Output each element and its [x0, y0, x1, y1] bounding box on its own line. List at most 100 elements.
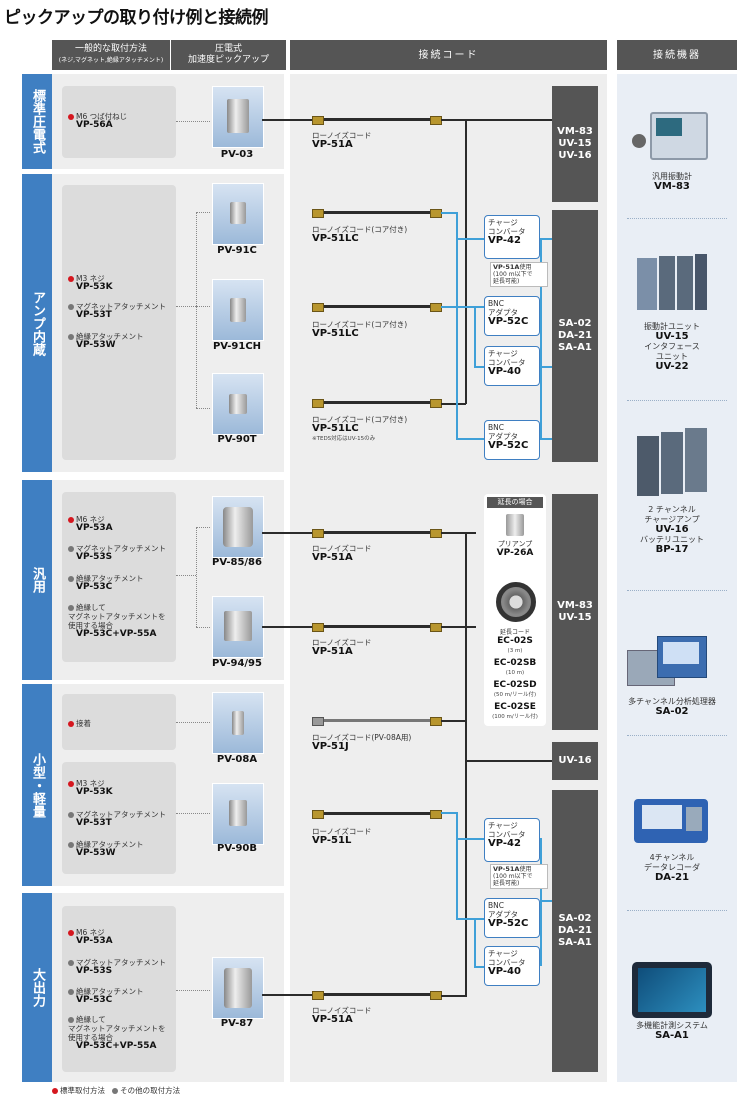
connector-line [196, 527, 197, 627]
connector-line [176, 575, 196, 576]
other-dot-icon [68, 334, 74, 340]
section-label: アンプ内蔵 [30, 290, 45, 356]
method-box [62, 762, 176, 874]
blue-wire [474, 366, 484, 368]
wire [441, 626, 476, 628]
cable-link [262, 626, 312, 628]
standard-dot-icon [68, 276, 74, 282]
blue-wire [456, 438, 484, 440]
other-dot-icon [68, 989, 74, 995]
header-pickup: 圧電式 加速度ピックアップ [171, 40, 286, 70]
section-general: 汎用 [22, 480, 52, 680]
blue-wire [474, 918, 476, 966]
pickup-label: PV-03 [220, 149, 254, 160]
device-divider [627, 400, 727, 401]
connector-line [196, 306, 210, 307]
pickup-image [212, 86, 264, 148]
divider [22, 886, 284, 893]
standard-dot-icon [68, 721, 74, 727]
header-method-label: 一般的な取付方法 [74, 44, 147, 54]
connector-line [196, 408, 210, 409]
device-divider [627, 218, 727, 219]
pickup-image [212, 183, 264, 245]
legend-standard: 標準取付方法 [60, 1086, 105, 1095]
connector-line [196, 212, 210, 213]
method-box [62, 492, 176, 662]
divider [22, 169, 284, 174]
blue-wire [474, 966, 484, 968]
legend: 標準取付方法 その他の取付方法 [52, 1085, 180, 1096]
section-label: 標準圧電式 [30, 89, 45, 154]
section-label: 汎用 [30, 567, 45, 593]
blue-wire [474, 306, 476, 366]
blue-wire [456, 838, 484, 840]
method-box [62, 185, 176, 460]
pickup-label: PV-85/86 [212, 557, 262, 568]
wire [441, 720, 466, 722]
method-box [62, 694, 176, 750]
extension-item: EC-02SE(100 m/リール付) [492, 702, 538, 721]
header-method: 一般的な取付方法 (ネジ,マグネット,絶縁アタッチメント) [52, 40, 170, 70]
other-dot-icon [68, 842, 74, 848]
extension-note: VP-51A使用 (100 m以下で 延長可能) [490, 262, 548, 287]
blue-wire [441, 212, 457, 214]
legend-other: その他の取付方法 [120, 1086, 181, 1095]
uv16-image [637, 426, 709, 498]
wire [465, 760, 552, 762]
sa02-image [627, 630, 709, 686]
blue-wire [441, 306, 485, 308]
connector-line [196, 212, 197, 408]
blue-wire [540, 838, 542, 966]
pickup-label: PV-91C [217, 245, 257, 256]
connector-line [196, 527, 210, 528]
extension-item: EC-02S(3 m) [497, 636, 533, 655]
pickup-image [212, 692, 264, 754]
vm83-image [628, 108, 708, 164]
header-cord: 接続コード [290, 40, 607, 70]
pickup-image [212, 596, 264, 658]
pickup-label: PV-90B [216, 843, 258, 854]
extension-title: 延長の場合 [487, 497, 543, 508]
wire [441, 119, 552, 121]
standard-dot-icon [52, 1088, 58, 1094]
blue-wire [540, 238, 552, 240]
page-title: ピックアップの取り付け例と接続例 [4, 8, 269, 28]
wire [441, 403, 466, 405]
other-dot-icon [68, 812, 74, 818]
wire [465, 532, 467, 997]
standard-dot-icon [68, 114, 74, 120]
other-dot-icon [68, 576, 74, 582]
connector-line [176, 990, 210, 991]
pickup-image [212, 783, 264, 845]
reel-icon [496, 582, 536, 622]
section-high-output: 大出力 [22, 893, 52, 1082]
other-dot-icon [68, 304, 74, 310]
pickup-label: PV-91CH [212, 341, 262, 352]
pickup-image [212, 279, 264, 341]
device-divider [627, 910, 727, 911]
pickup-label: PV-08A [216, 754, 258, 765]
section-standard: 標準圧電式 [22, 74, 52, 169]
blue-wire [456, 238, 484, 240]
